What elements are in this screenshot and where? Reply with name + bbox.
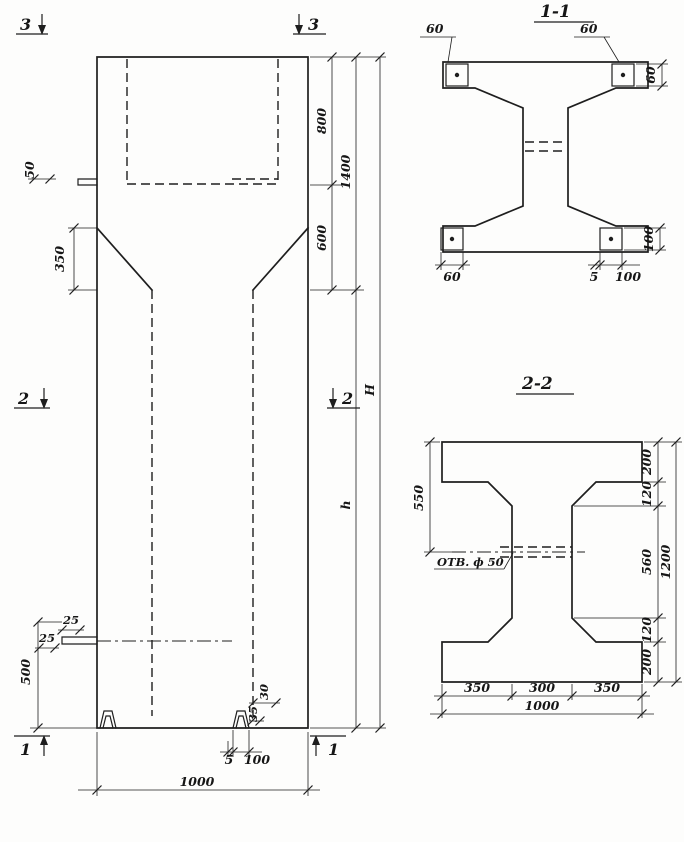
dim-30: 30 [257,684,271,700]
section-1-1-embedded-plates [440,63,635,251]
hole-label: ОТВ. ф 50 [437,555,504,569]
dim-1200: 1200 [658,544,673,579]
elevation-dimension-texts: 800 600 1400 h H 1000 50 350 500 25 25 3… [18,108,377,789]
marker-2-right-label: 2 [341,389,353,408]
dim-550: 550 [411,485,426,511]
section-marker-3-right: 3 [293,14,326,35]
section-1-1-dimension-lines [420,36,668,271]
marker-2-left-label: 2 [17,389,29,408]
dim-120-top: 120 [639,481,654,507]
section-2-2-outline [441,441,643,683]
section-1-1-title: 1-1 [540,2,571,22]
section-marker-3-left: 3 [16,14,48,35]
dim-60-top-right: 60 [580,21,598,36]
marker-1-right-label: 1 [328,740,339,759]
section-marker-1-right: 1 [310,735,346,759]
dim-120-bottom: 120 [639,617,654,643]
section-2-2-view: 2-2 ОТВ. ф 50 550 200 120 560 [411,374,682,720]
dim-1400: 1400 [338,154,353,189]
elevation-hidden-lines [126,59,279,716]
section-marker-2-left: 2 [14,388,50,409]
marker-1-left-label: 1 [20,740,31,759]
dim-350: 350 [52,246,67,272]
section-1-1-view: 1-1 60 [420,2,668,284]
dim-200-bottom: 200 [639,649,654,676]
section-markers: 3 3 2 2 1 1 [14,14,360,759]
dim-100-right: 100 [641,226,656,252]
dim-5-bottom: 5 [590,269,599,284]
section-2-2-hole: ОТВ. ф 50 [434,546,585,570]
section-1-1-hidden-lines [525,141,566,152]
dim-60-right: 60 [643,66,658,84]
section-1-1-dimension-texts: 60 60 60 60 5 100 100 [426,21,658,284]
dim-100-bottom: 100 [615,269,641,284]
dim-50: 50 [22,161,37,179]
dim-350-right: 350 [594,680,620,695]
elevation-view: 800 600 1400 h H 1000 50 350 500 25 25 3… [14,14,386,796]
dim-600: 600 [314,225,329,251]
marker-3-right-label: 3 [308,15,319,34]
dim-25-b: 25 [38,631,55,645]
section-2-2-dimension-texts: 550 200 120 560 120 200 1200 350 300 350… [411,449,673,713]
marker-3-left-label: 3 [20,15,31,34]
dim-35: 35 [246,706,260,722]
dim-200-top: 200 [639,449,654,476]
section-1-1-outline [442,61,649,253]
dim-1000-bottom: 1000 [525,698,560,713]
dim-300-middle: 300 [529,680,555,695]
dim-foot-100: 100 [244,752,270,767]
dim-1000: 1000 [180,774,215,789]
section-2-2-title: 2-2 [521,374,553,394]
dim-foot-5: 5 [225,752,234,767]
dim-800: 800 [314,108,329,134]
section-2-2-dimension-lines [424,436,682,720]
section-marker-2-right: 2 [327,388,360,409]
elevation-outline [61,56,310,729]
dim-350-left: 350 [464,680,490,695]
elevation-dimension-lines [28,51,386,796]
dim-500: 500 [18,659,33,685]
dim-h: h [338,500,353,509]
dim-60-bottom-left: 60 [443,269,461,284]
section-marker-1-left: 1 [14,735,50,759]
dim-H: H [362,383,377,397]
dim-560: 560 [639,549,654,575]
dim-25-a: 25 [62,613,79,627]
dim-60-top-left: 60 [426,21,444,36]
